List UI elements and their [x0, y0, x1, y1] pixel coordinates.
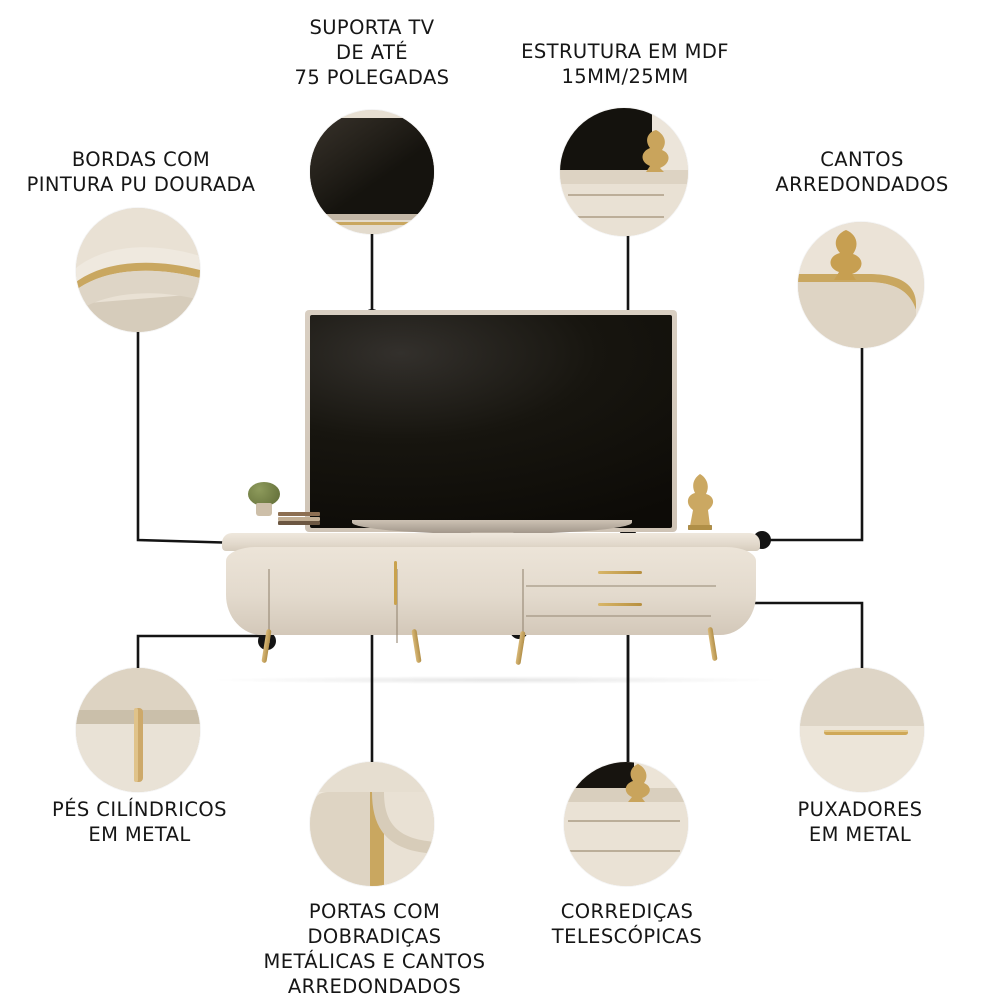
bubble-pes	[76, 668, 200, 792]
decor-books	[278, 512, 320, 525]
door-seam-right	[522, 569, 524, 643]
television	[305, 310, 677, 532]
floor-shadow	[215, 676, 775, 684]
drawer-handle-2	[598, 603, 642, 606]
label-puxadores: PUXADORES EM METAL	[797, 798, 923, 846]
drawer-divider-1	[526, 585, 716, 587]
bubble-tv-top	[310, 110, 434, 234]
tv-stand-base	[352, 520, 632, 534]
bubble-bordas	[76, 208, 200, 332]
tv-screen	[310, 315, 672, 528]
bubble-puxadores	[800, 668, 924, 792]
credenza-body	[226, 547, 756, 643]
label-suporta-tv: SUPORTA TV DE ATÉ 75 POLEGADAS	[294, 16, 450, 89]
bubble-mdf	[560, 108, 688, 236]
leg-3	[515, 630, 526, 666]
tv-credenza	[222, 533, 760, 666]
label-estrutura-mdf: ESTRUTURA EM MDF 15MM/25MM	[521, 40, 729, 88]
drawer-handle-1	[598, 571, 642, 574]
bubble-portas	[310, 762, 434, 886]
decor-sculpture	[687, 474, 714, 530]
bubble-cantos	[798, 222, 924, 348]
gold-edge-accent	[394, 561, 397, 605]
drawer-divider-2	[526, 615, 711, 617]
bubble-corredicas	[564, 762, 688, 886]
label-cantos-arredondados: CANTOS ARREDONDADOS	[775, 148, 949, 196]
door-seam-mid	[396, 569, 398, 643]
label-bordas-pintura: BORDAS COM PINTURA PU DOURADA	[26, 148, 256, 196]
label-portas-dobradicas: PORTAS COM DOBRADIÇAS METÁLICAS E CANTOS…	[263, 900, 486, 998]
decor-plant	[248, 482, 280, 516]
label-corredicas: CORREDIÇAS TELESCÓPICAS	[551, 900, 703, 948]
door-seam-left	[268, 569, 270, 643]
credenza-top-surface	[222, 533, 760, 551]
label-pes-cilindricos: PÉS CILÍNDRICOS EM METAL	[52, 798, 227, 846]
